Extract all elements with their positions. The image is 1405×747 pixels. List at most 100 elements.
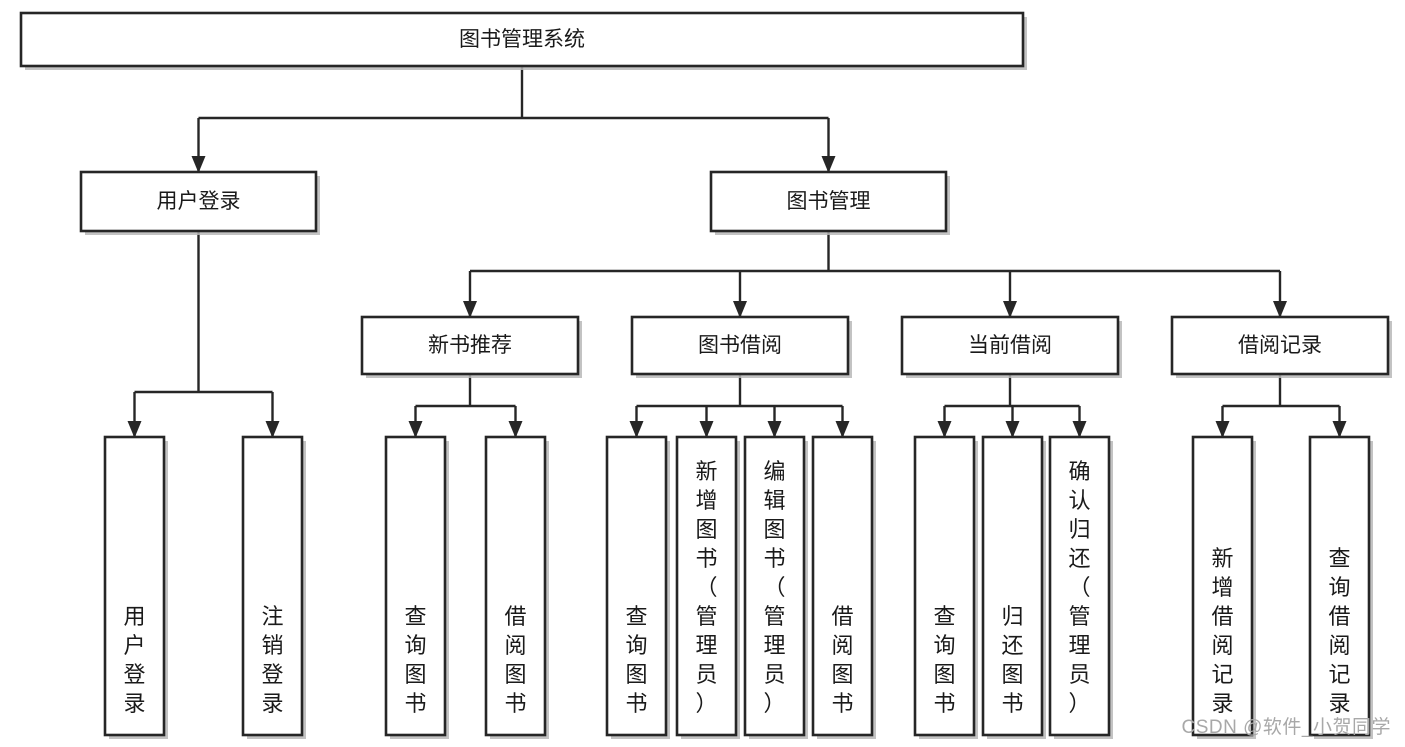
node-label-glyph: 图 <box>695 517 717 542</box>
node-label-glyph: 销 <box>261 633 283 658</box>
node-box[interactable] <box>675 435 738 737</box>
node-root[interactable]: 图书管理系统 <box>19 11 1027 70</box>
node-label: 图书管理 <box>787 190 871 213</box>
node-label-glyph: 员 <box>1068 662 1090 687</box>
node-new-book-rec[interactable]: 新书推荐 <box>360 315 582 378</box>
node-label-glyph: 图 <box>504 662 526 687</box>
node-box[interactable] <box>384 435 447 737</box>
node-box[interactable] <box>1191 435 1254 737</box>
connector-arrowhead <box>937 421 952 438</box>
connector-arrowhead <box>1332 421 1347 438</box>
node-label: 用户登录 <box>123 604 145 716</box>
connector-arrowhead <box>463 301 477 318</box>
node-label-glyph: 还 <box>1001 633 1023 658</box>
node-label: 用户登录 <box>157 190 241 213</box>
node-label: 图书管理系统 <box>459 28 585 51</box>
node-box[interactable] <box>981 435 1044 737</box>
node-book-borrow[interactable]: 图书借阅 <box>630 315 852 378</box>
node-label-glyph: 书 <box>504 691 526 716</box>
node-label-glyph: 增 <box>695 488 717 513</box>
node-leaf-query-record[interactable]: 查询借阅记录 <box>1308 435 1373 739</box>
node-box[interactable] <box>1308 435 1371 737</box>
node-label-glyph: 图 <box>763 517 785 542</box>
node-label-glyph: 管 <box>1068 604 1090 629</box>
node-leaf-query-book-1[interactable]: 查询图书 <box>384 435 449 739</box>
node-label-glyph: 还 <box>1068 546 1090 571</box>
node-label-glyph: 借 <box>504 604 526 629</box>
node-label-glyph: 询 <box>1328 575 1350 600</box>
node-label-glyph: 询 <box>933 633 955 658</box>
node-borrow-record[interactable]: 借阅记录 <box>1170 315 1392 378</box>
node-box[interactable] <box>241 435 304 737</box>
node-label-glyph: 书 <box>763 546 785 571</box>
node-box[interactable] <box>484 435 547 737</box>
node-leaf-confirm-return[interactable]: 确认归还（管理员） <box>1048 435 1113 739</box>
connector-arrowhead <box>1273 301 1287 318</box>
node-leaf-borrow-book-1[interactable]: 借阅图书 <box>484 435 549 739</box>
node-label: 新增借阅记录 <box>1211 546 1233 716</box>
node-leaf-add-record[interactable]: 新增借阅记录 <box>1191 435 1256 739</box>
node-leaf-add-book[interactable]: 新增图书（管理员） <box>675 435 740 739</box>
connector-arrowhead <box>265 421 280 438</box>
node-label-glyph: 书 <box>1001 691 1023 716</box>
node-label: 归还图书 <box>1001 604 1023 716</box>
node-label: 新书推荐 <box>428 334 512 357</box>
connector-arrowhead <box>1003 301 1017 318</box>
node-box[interactable] <box>605 435 668 737</box>
node-label: 查询借阅记录 <box>1328 546 1350 716</box>
node-box[interactable] <box>103 435 166 737</box>
node-user-login[interactable]: 用户登录 <box>79 170 320 235</box>
node-box[interactable] <box>900 315 1120 376</box>
node-label-glyph: 书 <box>831 691 853 716</box>
connector-arrowhead <box>629 421 644 438</box>
node-box[interactable] <box>913 435 976 737</box>
node-book-manage[interactable]: 图书管理 <box>709 170 950 235</box>
node-box[interactable] <box>743 435 806 737</box>
node-label-glyph: 书 <box>933 691 955 716</box>
connector-group <box>937 374 1087 438</box>
connector-arrowhead <box>191 156 206 173</box>
node-box[interactable] <box>709 170 948 233</box>
node-label-glyph: 录 <box>123 691 145 716</box>
connector-group <box>127 231 280 438</box>
connector-group <box>629 374 850 438</box>
node-label-glyph: 图 <box>933 662 955 687</box>
node-box[interactable] <box>360 315 580 376</box>
node-leaf-borrow-book-2[interactable]: 借阅图书 <box>811 435 876 739</box>
node-label-glyph: 借 <box>831 604 853 629</box>
node-label-glyph: 登 <box>261 662 283 687</box>
node-leaf-user-login[interactable]: 用户登录 <box>103 435 168 739</box>
node-leaf-query-book-2[interactable]: 查询图书 <box>605 435 670 739</box>
node-box[interactable] <box>1170 315 1390 376</box>
node-label-glyph: 户 <box>123 633 145 658</box>
node-label-glyph: 归 <box>1001 604 1023 629</box>
connector-layer <box>127 66 1347 438</box>
node-label-glyph: 确 <box>1068 459 1090 484</box>
node-label-glyph: 图 <box>625 662 647 687</box>
node-box[interactable] <box>19 11 1025 68</box>
node-box[interactable] <box>811 435 874 737</box>
node-label-glyph: 认 <box>1068 488 1090 513</box>
connector-arrowhead <box>767 421 782 438</box>
node-leaf-logout[interactable]: 注销登录 <box>241 435 306 739</box>
node-box[interactable] <box>1048 435 1111 737</box>
node-label: 图书借阅 <box>698 334 782 357</box>
node-label-glyph: 图 <box>1001 662 1023 687</box>
node-label-glyph: 查 <box>625 604 647 629</box>
node-leaf-query-book-3[interactable]: 查询图书 <box>913 435 978 739</box>
connector-arrowhead <box>835 421 850 438</box>
node-label-glyph: 录 <box>1328 691 1350 716</box>
node-label-glyph: 新 <box>1211 546 1233 571</box>
node-leaf-return-book[interactable]: 归还图书 <box>981 435 1046 739</box>
node-box[interactable] <box>79 170 318 233</box>
node-label-glyph: 录 <box>261 691 283 716</box>
connector-arrowhead <box>1215 421 1230 438</box>
node-current-borrow[interactable]: 当前借阅 <box>900 315 1122 378</box>
node-label-glyph: 查 <box>933 604 955 629</box>
node-label: 借阅图书 <box>504 604 526 716</box>
node-leaf-edit-book[interactable]: 编辑图书（管理员） <box>743 435 808 739</box>
node-box[interactable] <box>630 315 850 376</box>
node-label-glyph: 图 <box>831 662 853 687</box>
